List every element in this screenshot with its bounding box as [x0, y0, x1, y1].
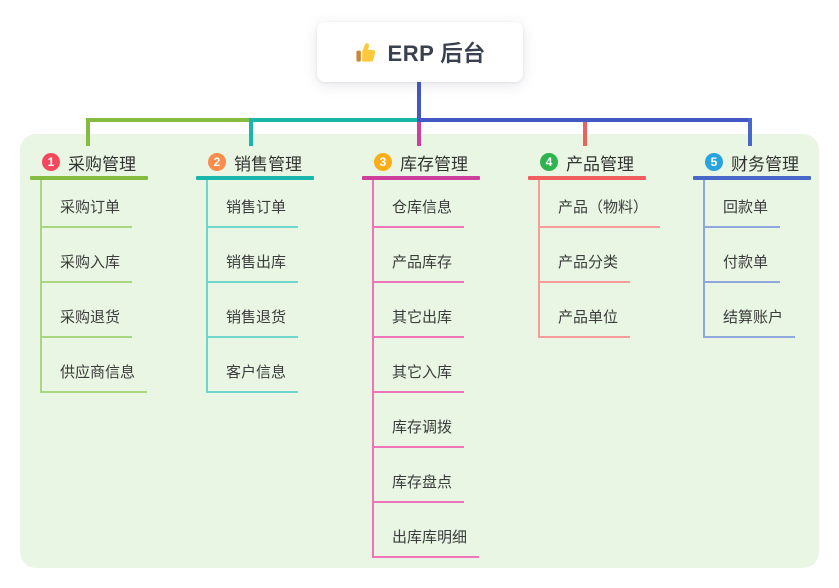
branch-title: 产品管理	[566, 154, 634, 174]
thumbs-up-icon	[355, 41, 378, 64]
bus-segment-right	[418, 118, 752, 122]
child-node-label[interactable]: 销售出库	[208, 251, 299, 283]
child-node: 产品分类	[540, 228, 660, 283]
child-node: 其它入库	[374, 338, 479, 393]
child-node: 产品（物料）	[540, 180, 661, 228]
child-node: 产品库存	[374, 228, 479, 283]
bus-segment-branch1	[86, 118, 253, 122]
child-node: 采购入库	[42, 228, 147, 283]
root-node-title: ERP 后台	[387, 41, 486, 66]
stub-branch4	[583, 122, 587, 146]
child-node: 结算账户	[705, 283, 796, 338]
branch-title: 采购管理	[68, 154, 136, 174]
child-node: 采购退货	[42, 283, 147, 338]
branch-title: 库存管理	[400, 154, 468, 174]
branch-header-finance[interactable]: 5 财务管理	[693, 148, 839, 176]
child-node-label[interactable]: 产品分类	[540, 251, 631, 283]
branch-number-badge: 4	[540, 153, 558, 171]
child-node-label[interactable]: 产品（物料）	[540, 196, 661, 228]
child-node-label[interactable]: 其它入库	[374, 361, 465, 393]
child-node-label[interactable]: 结算账户	[705, 306, 796, 338]
branch-header-procurement[interactable]: 1 采购管理	[30, 148, 180, 176]
stub-branch3	[417, 122, 421, 146]
child-node: 销售出库	[208, 228, 299, 283]
child-node: 仓库信息	[374, 180, 479, 228]
branch-header-product[interactable]: 4 产品管理	[528, 148, 678, 176]
branch-underline	[528, 176, 646, 180]
branch-children: 采购订单 采购入库 采购退货 供应商信息	[40, 180, 148, 393]
child-node: 销售退货	[208, 283, 299, 338]
child-node-label[interactable]: 产品单位	[540, 306, 631, 338]
branch-column-product: 4 产品管理 产品（物料） 产品分类 产品单位	[528, 148, 678, 338]
child-node-label[interactable]: 库存盘点	[374, 471, 465, 503]
branch-children: 产品（物料） 产品分类 产品单位	[538, 180, 661, 338]
branch-title: 财务管理	[731, 154, 799, 174]
child-node-label[interactable]: 库存调拨	[374, 416, 465, 448]
child-node: 产品单位	[540, 283, 660, 338]
child-node-label[interactable]: 销售订单	[208, 196, 299, 228]
child-node: 库存盘点	[374, 448, 479, 503]
child-node-label[interactable]: 仓库信息	[374, 196, 465, 228]
stub-branch2	[249, 118, 253, 146]
child-node-label[interactable]: 客户信息	[208, 361, 299, 393]
branch-underline	[362, 176, 480, 180]
child-node: 出库库明细	[374, 503, 480, 558]
branch-children: 销售订单 销售出库 销售退货 客户信息	[206, 180, 299, 393]
bus-segment-branch2	[253, 118, 418, 122]
branch-column-sales: 2 销售管理 销售订单 销售出库 销售退货 客户信息	[196, 148, 346, 393]
branch-column-procurement: 1 采购管理 采购订单 采购入库 采购退货 供应商信息	[30, 148, 180, 393]
child-node-label[interactable]: 采购订单	[42, 196, 133, 228]
branch-column-finance: 5 财务管理 回款单 付款单 结算账户	[693, 148, 839, 338]
child-node: 回款单	[705, 180, 795, 228]
branch-underline	[693, 176, 811, 180]
child-node: 其它出库	[374, 283, 479, 338]
child-node-label[interactable]: 销售退货	[208, 306, 299, 338]
child-node-label[interactable]: 采购入库	[42, 251, 133, 283]
branch-children: 仓库信息 产品库存 其它出库 其它入库 库存调拨 库存盘点 出库库明细	[372, 180, 480, 558]
branch-title: 销售管理	[234, 154, 302, 174]
branch-number-badge: 3	[374, 153, 392, 171]
root-node-erp-backend[interactable]: ERP 后台	[317, 22, 523, 82]
branch-underline	[196, 176, 314, 180]
child-node: 付款单	[705, 228, 795, 283]
child-node: 采购订单	[42, 180, 147, 228]
branch-header-inventory[interactable]: 3 库存管理	[362, 148, 512, 176]
child-node: 库存调拨	[374, 393, 479, 448]
branch-number-badge: 2	[208, 153, 226, 171]
child-node: 客户信息	[208, 338, 299, 393]
child-node-label[interactable]: 采购退货	[42, 306, 133, 338]
branch-number-badge: 1	[42, 153, 60, 171]
stub-branch1	[86, 118, 90, 146]
branches-background-panel	[20, 134, 819, 568]
branch-children: 回款单 付款单 结算账户	[703, 180, 796, 338]
child-node-label[interactable]: 供应商信息	[42, 361, 148, 393]
branch-header-sales[interactable]: 2 销售管理	[196, 148, 346, 176]
child-node-label[interactable]: 其它出库	[374, 306, 465, 338]
branch-column-inventory: 3 库存管理 仓库信息 产品库存 其它出库 其它入库 库存调拨 库存盘点 出库库…	[362, 148, 512, 558]
child-node-label[interactable]: 产品库存	[374, 251, 465, 283]
child-node: 供应商信息	[42, 338, 148, 393]
stub-branch5	[748, 118, 752, 146]
branch-underline	[30, 176, 148, 180]
child-node-label[interactable]: 回款单	[705, 196, 781, 228]
child-node-label[interactable]: 出库库明细	[374, 526, 480, 558]
child-node-label[interactable]: 付款单	[705, 251, 781, 283]
root-connector-line	[417, 82, 421, 122]
child-node: 销售订单	[208, 180, 299, 228]
branch-number-badge: 5	[705, 153, 723, 171]
